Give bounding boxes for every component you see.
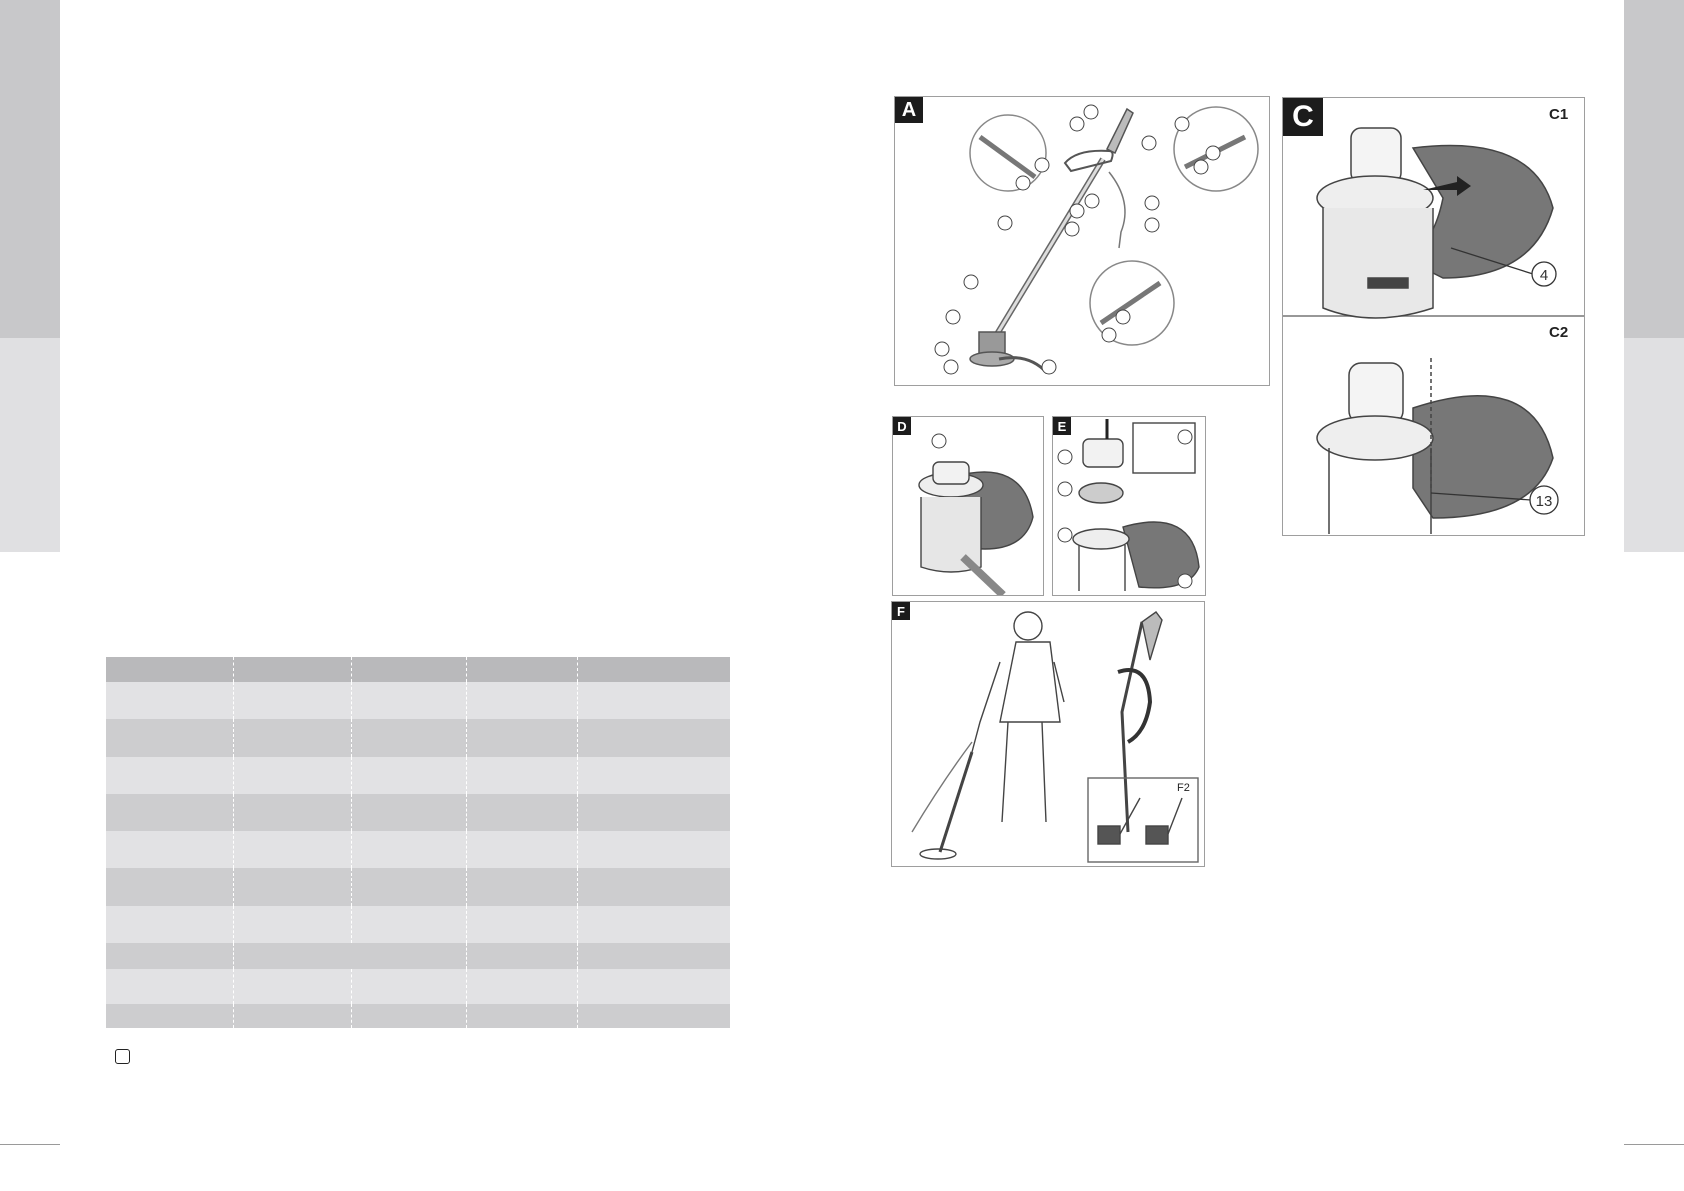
table-row [106,757,730,794]
figure-panel-d: D [892,416,1044,596]
panel-c1-label: C1 [1549,106,1569,123]
panel-c2-label: C2 [1549,324,1569,341]
spec-table [106,657,730,1028]
trimmer-assembly-drawing [934,104,1259,375]
spool-cap-drawing [918,433,1034,595]
left-edge-tab-dark [0,0,60,338]
panel-d-label: D [893,417,911,435]
figure-panel-e: E [1052,416,1206,596]
table-row [106,868,730,906]
panel-f-label: F [892,602,910,620]
figure-panel-c: 4 13 C C1 C2 [1282,97,1585,536]
table-row [106,831,730,868]
left-edge-tab-light [0,338,60,552]
guard-assembly-drawing: 4 13 [1283,127,1584,534]
c2-callout-13: 13 [1536,493,1553,510]
spool-replacement-drawing [1057,419,1200,591]
operator-posture-drawing [911,611,1199,863]
table-row [106,906,730,943]
table-row [106,969,730,1004]
right-edge-tab-dark [1624,0,1684,338]
right-edge-tab-light [1624,338,1684,552]
figure-panel-a: A [894,96,1270,386]
table-row [106,943,730,969]
panel-c-label: C [1283,98,1323,136]
table-row [106,1004,730,1028]
table-row [106,719,730,757]
right-footer-rule [1624,1144,1684,1145]
figure-panel-f: F F2 [891,601,1205,867]
panel-e-label: E [1053,417,1071,435]
panel-a-label: A [895,97,923,123]
checkbox-icon[interactable] [115,1049,130,1064]
table-row [106,682,730,719]
c1-callout-4: 4 [1540,267,1548,284]
table-header-row [106,657,730,682]
table-row [106,794,730,831]
left-footer-rule [0,1144,60,1145]
panel-f2-label: F2 [1177,782,1190,794]
